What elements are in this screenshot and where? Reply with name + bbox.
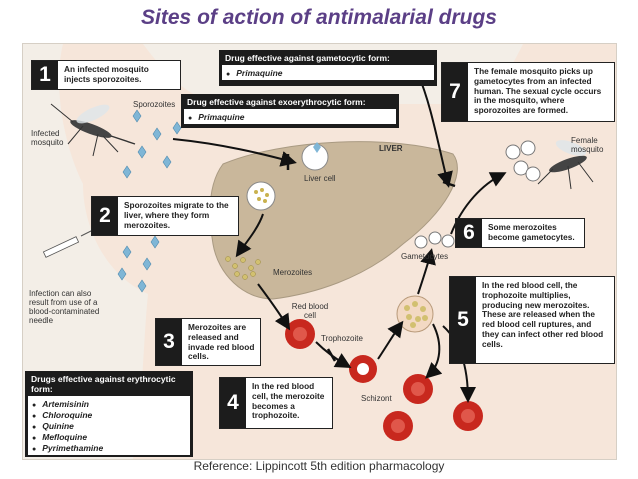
syringe-icon: [42, 228, 96, 258]
page-title: Sites of action of antimalarial drugs: [141, 6, 497, 29]
step-box-6: 6 Some merozoites become gametocytes.: [455, 218, 585, 248]
erythrocytic-drug-item: Mefloquine: [32, 432, 186, 442]
exoerythrocytic-drug-box: Drug effective against exoerythrocytic f…: [181, 94, 399, 128]
erythrocytic-drug-item: Quinine: [32, 421, 186, 431]
reference-caption: Reference: Lippincott 5th edition pharma…: [193, 459, 445, 473]
exoerythrocytic-drug-item: Primaquine: [188, 112, 392, 122]
red-blood-cell-label: Red blood cell: [291, 302, 329, 320]
lifecycle-arrows: [172, 73, 507, 403]
step-number: 5: [450, 277, 476, 363]
step-text: The female mosquito picks up gametocytes…: [474, 66, 602, 116]
gametocytic-drug-item: Primaquine: [226, 68, 430, 78]
gametocytes-label: Gametocytes: [401, 252, 449, 261]
step-box-3: 3 Merozoites are released and invade red…: [155, 318, 261, 366]
diagram-panel: Drug effective against gametocytic form:…: [22, 43, 617, 460]
sporozoite-icons: [117, 109, 182, 293]
step-box-1: 1 An infected mosquito injects sporozoit…: [31, 60, 181, 90]
exoerythrocytic-drug-header: Drug effective against exoerythrocytic f…: [187, 97, 366, 107]
schizont-label: Schizont: [361, 394, 392, 403]
step-number: 2: [92, 197, 118, 235]
liver-shape: [209, 141, 458, 300]
step-number: 6: [456, 219, 482, 247]
step-box-4: 4 In the red blood cell, the merozoite b…: [219, 377, 333, 429]
step-text: Sporozoites migrate to the liver, where …: [124, 200, 229, 230]
trophozoite-label: Trophozoite: [321, 334, 363, 343]
liver-cell-with-merozoites-icon: [246, 181, 276, 211]
step-box-2: 2 Sporozoites migrate to the liver, wher…: [91, 196, 239, 236]
infection-note: Infection can also result from use of a …: [29, 289, 100, 325]
step-box-5: 5 In the red blood cell, the trophozoite…: [449, 276, 615, 364]
gametocytic-drug-box: Drug effective against gametocytic form:…: [219, 50, 437, 86]
red-blood-cell-icons: [285, 319, 483, 441]
step-text: Some merozoites become gametocytes.: [488, 222, 575, 242]
step-text: Merozoites are released and invade red b…: [188, 322, 255, 362]
schizont-icon: [396, 295, 434, 333]
merozoites-label: Merozoites: [273, 268, 313, 277]
merozoites-icon: [225, 256, 261, 280]
erythrocytic-drug-header: Drugs effective against erythrocytic for…: [31, 374, 176, 394]
female-mosquito-icon: [537, 140, 594, 190]
step-number: 1: [32, 61, 58, 89]
female-mosquito-label: Female mosquito: [571, 136, 604, 154]
step-number: 3: [156, 319, 182, 365]
step-text: An infected mosquito injects sporozoites…: [64, 64, 149, 84]
step-number: 4: [220, 378, 246, 428]
step-number: 7: [442, 63, 468, 121]
infected-mosquito-label: Infected mosquito: [31, 129, 64, 147]
erythrocytic-drug-box: Drugs effective against erythrocytic for…: [25, 371, 193, 457]
liver-cell-label: Liver cell: [304, 174, 336, 183]
erythrocytic-drug-item: Pyrimethamine: [32, 443, 186, 453]
erythrocytic-drug-item: Chloroquine: [32, 410, 186, 420]
step-text: In the red blood cell, the merozoite bec…: [252, 381, 325, 421]
gametocyte-icons: [414, 140, 541, 249]
gametocytic-drug-header: Drug effective against gametocytic form:: [225, 53, 390, 63]
erythrocytic-drug-item: Artemisinin: [32, 399, 186, 409]
drug-block-markers: [286, 154, 456, 362]
step-text: In the red blood cell, the trophozoite m…: [482, 280, 604, 349]
liver-label: LIVER: [379, 144, 403, 153]
sporozoites-label: Sporozoites: [133, 100, 176, 109]
infected-mosquito-icon: [50, 103, 136, 157]
step-box-7: 7 The female mosquito picks up gametocyt…: [441, 62, 615, 122]
liver-cell-icon: [301, 142, 329, 171]
